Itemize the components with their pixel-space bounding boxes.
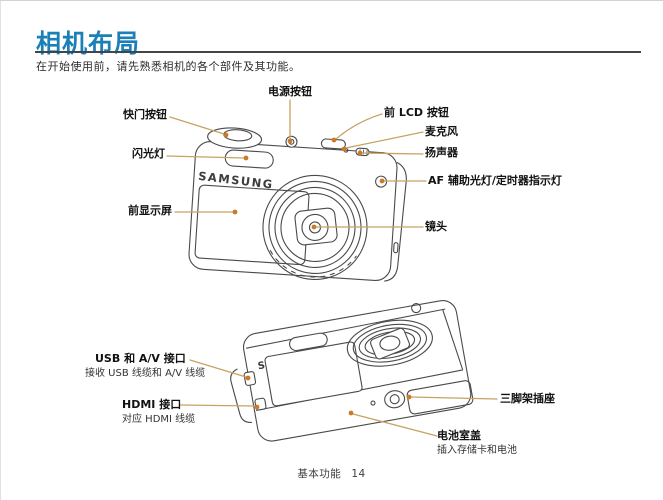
page-intro: 在开始使用前，请先熟悉相机的各个部件及其功能。 xyxy=(36,60,301,73)
leader-battery xyxy=(352,413,438,437)
camera-bottom-view: SAMSUNG xyxy=(230,300,474,442)
camera-front-view: SAMSUNG xyxy=(188,127,407,282)
lens xyxy=(346,319,433,367)
leader-shutter xyxy=(169,116,225,135)
footer-page-number: 14 xyxy=(351,468,366,480)
label-usb-av-port: USB 和 A/V 接口 xyxy=(95,352,186,365)
label-power-button: 电源按钮 xyxy=(268,85,312,98)
label-tripod-socket: 三脚架插座 xyxy=(500,392,555,405)
label-shutter-button: 快门按钮 xyxy=(123,108,167,121)
leader-tripod xyxy=(410,396,498,400)
lens xyxy=(262,174,368,281)
leader-dots xyxy=(223,132,412,416)
af-assist-light xyxy=(375,175,388,188)
leader-lines xyxy=(166,99,498,437)
label-hdmi-desc: 对应 HDMI 线缆 xyxy=(122,414,196,425)
camera-side-edge xyxy=(384,162,407,282)
leader-speaker xyxy=(361,152,424,155)
leader-flash xyxy=(166,155,245,159)
label-flash: 闪光灯 xyxy=(132,147,165,160)
flash xyxy=(224,149,274,169)
title-divider xyxy=(35,51,641,53)
label-microphone: 麦克风 xyxy=(425,125,458,138)
label-speaker: 扬声器 xyxy=(425,146,458,159)
label-battery-desc: 插入存储卡和电池 xyxy=(437,445,517,456)
leader-usb xyxy=(189,359,247,378)
page-title: 相机布局 xyxy=(36,29,141,58)
top-face-edge xyxy=(245,308,446,349)
label-battery-cover: 电池室盖 xyxy=(437,429,481,442)
front-display xyxy=(264,341,363,407)
leader-front-lcd xyxy=(335,113,383,140)
label-af-assist-light: AF 辅助光灯/定时器指示灯 xyxy=(428,174,562,187)
label-hdmi-port: HDMI 接口 xyxy=(122,398,182,411)
page-footer: 基本功能 14 xyxy=(0,466,663,481)
label-front-display: 前显示屏 xyxy=(128,204,172,217)
right-face-edge xyxy=(442,309,463,370)
label-usb-av-desc: 接收 USB 线缆和 A/V 线缆 xyxy=(85,368,206,379)
label-lens: 镜头 xyxy=(425,220,447,233)
battery-cover xyxy=(406,380,474,415)
strap-lug xyxy=(393,242,399,254)
footer-section: 基本功能 xyxy=(297,468,342,480)
corner-light xyxy=(411,303,422,314)
tripod-socket xyxy=(370,390,406,409)
flash xyxy=(289,332,328,352)
leader-mic xyxy=(345,131,424,149)
label-front-lcd-button: 前 LCD 按钮 xyxy=(384,106,449,119)
leader-hdmi xyxy=(179,404,256,407)
